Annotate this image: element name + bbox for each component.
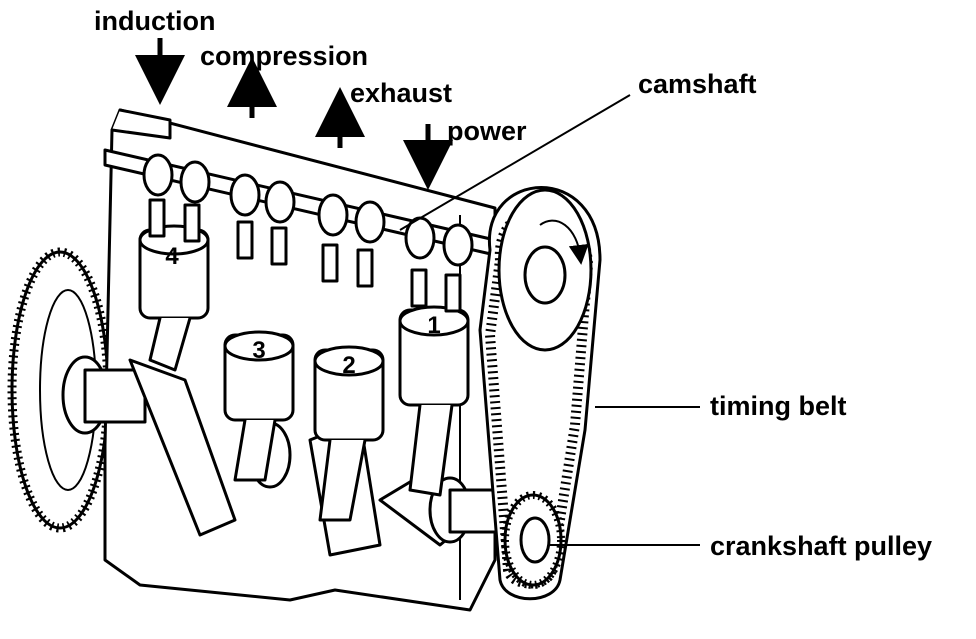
valves	[148, 198, 462, 313]
label-compression: compression	[200, 41, 368, 71]
crankshaft-pulley	[501, 491, 565, 589]
piston-number-4: 4	[165, 243, 179, 270]
label-power: power	[447, 116, 527, 146]
cylinder-2	[313, 345, 385, 522]
label-exhaust: exhaust	[350, 78, 452, 108]
stroke-arrows	[135, 38, 453, 190]
label-camshaft: camshaft	[638, 69, 757, 99]
cam-pulley	[497, 188, 593, 352]
leader-lines	[399, 94, 700, 546]
label-timing-belt: timing belt	[710, 391, 847, 421]
cylinder-3	[223, 330, 295, 482]
piston-number-3: 3	[252, 337, 265, 364]
label-crankshaft-pulley: crankshaft pulley	[710, 531, 932, 561]
piston-number-1: 1	[427, 312, 440, 339]
label-induction: induction	[94, 6, 215, 36]
cylinder-1	[398, 305, 470, 497]
piston-number-2: 2	[342, 352, 355, 379]
